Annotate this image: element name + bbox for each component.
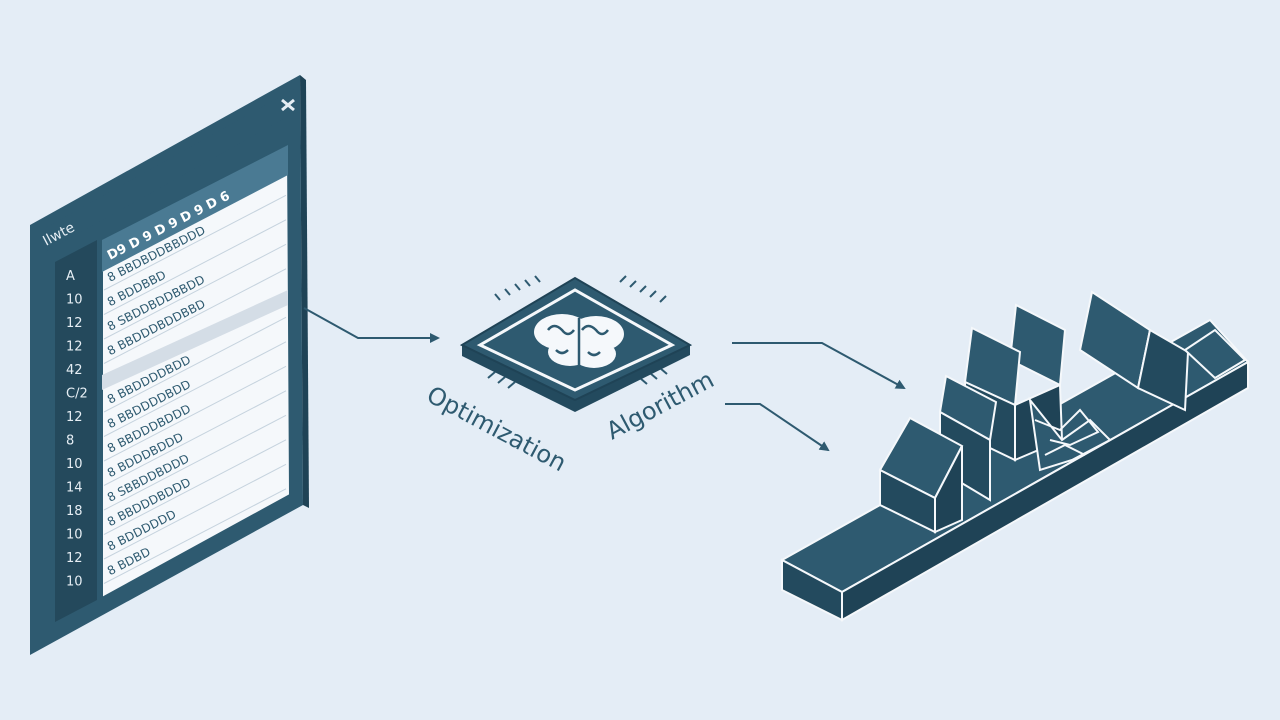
row-number: 14	[66, 481, 83, 496]
bar	[1008, 303, 1067, 387]
row-divider	[103, 390, 287, 486]
row-number: 12	[66, 410, 83, 425]
row-number: 42	[66, 363, 83, 378]
row-number: A	[66, 269, 75, 284]
arrow-to-algorithm	[303, 307, 440, 343]
row-divider	[103, 463, 287, 560]
row-number: 10	[66, 575, 83, 590]
row-divider	[103, 243, 287, 340]
row-divider	[103, 219, 287, 315]
isometric-bar-chart-icon	[779, 290, 1250, 622]
arrow-to-result-upper	[732, 342, 906, 389]
row-number: 10	[66, 457, 83, 472]
row-divider	[103, 365, 287, 462]
row-divider	[103, 316, 287, 413]
bar	[1183, 328, 1247, 380]
row-divider	[103, 488, 287, 584]
row-number-column	[55, 240, 97, 622]
row-number: C/2	[66, 387, 88, 402]
row-number: 10	[66, 528, 83, 543]
row-number: 12	[66, 340, 83, 355]
row-divider	[103, 341, 287, 437]
chart-bars	[878, 290, 1247, 534]
row-number: 8	[66, 434, 74, 449]
brain-icon	[534, 314, 624, 368]
row-divider	[103, 268, 287, 364]
chip-pins	[487, 275, 668, 389]
row-number: 10	[66, 293, 83, 308]
bar	[1078, 290, 1152, 390]
arrow-to-result-lower	[725, 403, 830, 452]
row-number-list: A 10 12 12 42C/2 12 8 10 14 18 10 12 10	[66, 269, 88, 590]
brain-chip-icon	[459, 275, 693, 412]
row-number: 12	[66, 316, 83, 331]
close-icon[interactable]	[281, 98, 295, 112]
row-group-separator	[102, 290, 288, 390]
row-divider	[103, 414, 287, 511]
row-divider	[103, 194, 287, 291]
row-divider	[103, 439, 287, 535]
row-number: 18	[66, 504, 83, 519]
row-number: 12	[66, 551, 83, 566]
table-header-bar	[102, 145, 288, 272]
